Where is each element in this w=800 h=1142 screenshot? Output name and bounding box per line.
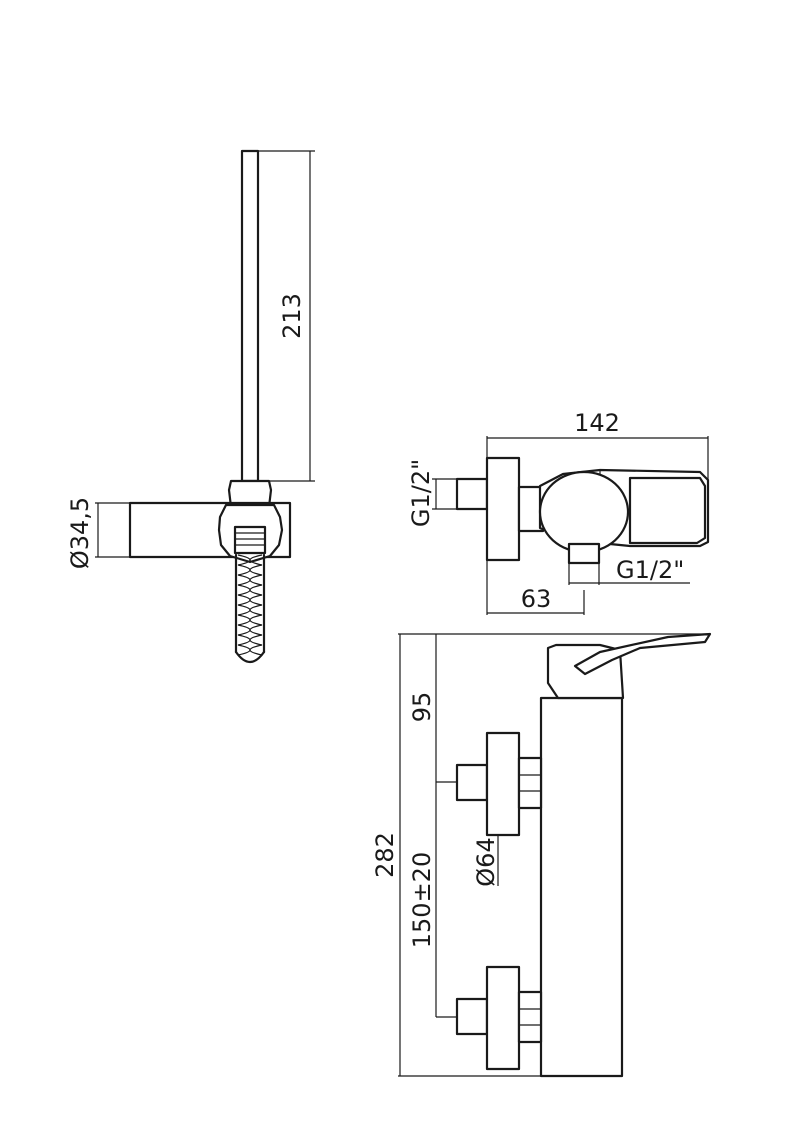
mixer-body-side	[539, 696, 624, 1078]
dim-inlet-spacing: 150±20	[408, 852, 436, 948]
outlet-stub	[567, 542, 601, 565]
shower-handle	[240, 149, 260, 483]
dim-outlet-thread: G1/2"	[616, 556, 684, 584]
mixer-lever-top	[628, 476, 707, 545]
handle-knob	[538, 470, 630, 554]
mixer-lever-side	[573, 632, 712, 676]
dim-flange-diameter: Ø64	[472, 837, 500, 886]
hand-shower-view: 213 Ø34,5	[66, 149, 315, 664]
dim-inlet-thread: G1/2"	[407, 459, 435, 527]
dim-holder-diameter: Ø34,5	[66, 497, 94, 569]
hose-connector	[233, 525, 267, 555]
shower-hose	[234, 553, 266, 664]
dim-shower-height: 213	[278, 293, 306, 339]
inlet-stub	[455, 477, 489, 511]
dim-top-offset: 95	[408, 692, 436, 723]
mixer-top-view: 142 G1/2" G1/2" 63	[407, 409, 710, 615]
upper-inlet	[455, 731, 543, 837]
dim-total-height: 282	[371, 832, 399, 878]
mixer-side-view: 282 95 150±20 Ø64	[371, 632, 712, 1078]
dim-body-width: 142	[574, 409, 620, 437]
lower-inlet	[455, 965, 543, 1071]
wall-flange	[485, 456, 521, 562]
dim-inlet-depth: 63	[521, 585, 552, 613]
